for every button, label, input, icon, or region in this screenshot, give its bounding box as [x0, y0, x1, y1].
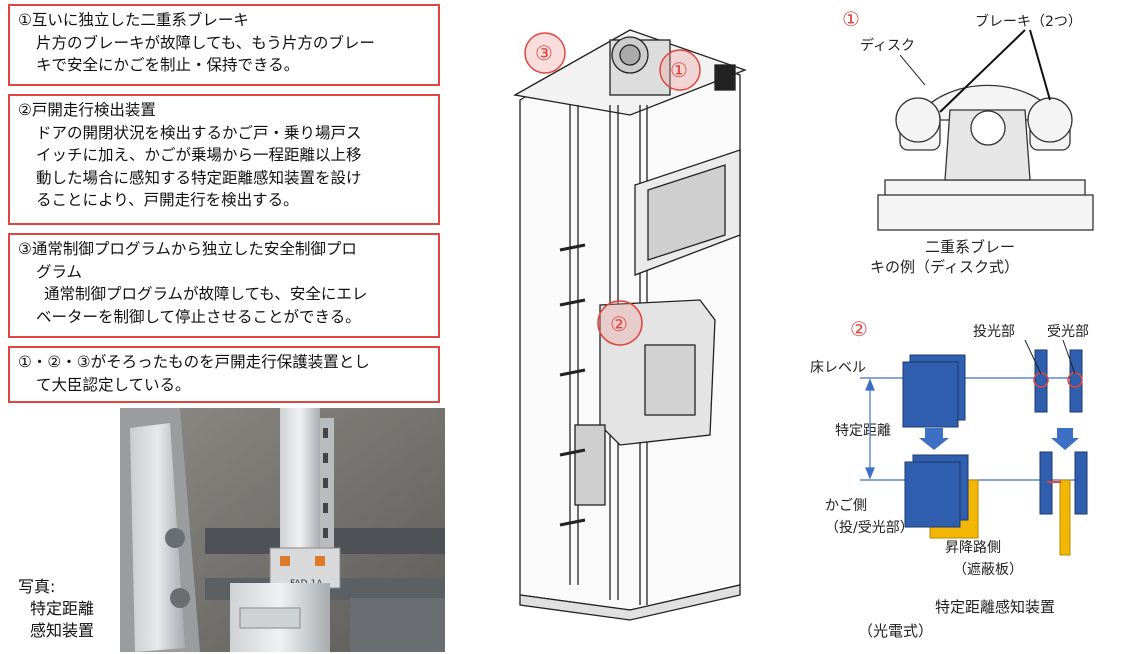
box-line: て大臣認定している。 [36, 375, 191, 394]
photo-caption-line: 特定距離 [30, 599, 95, 618]
box-line: ベーターを制御して停止させることができる。 [36, 307, 361, 326]
box-line: キで安全にかごを制止・保持できる。 [36, 56, 300, 74]
shaft-marker-3: ③ [535, 41, 553, 65]
distance-label: 特定距離 [835, 422, 891, 439]
box-line: ドアの開閉状況を検出するかご戸・乗り場戸ス [36, 123, 362, 142]
disk-brake-figure: ① ブレーキ（2つ） ディスク [800, 0, 1140, 300]
box-title: ①・②・③がそろったものを戸開走行保護装置とし [18, 353, 370, 371]
sensor-caption-line-1: 特定距離感知装置 [935, 598, 1056, 616]
sensor-photo: FAD-1A [120, 408, 445, 652]
floor-level-label: 床レベル [810, 360, 866, 376]
elevator-shaft-diagram: ③ ① ② [500, 15, 760, 635]
disk-caption-line-2: キの例（ディスク式） [870, 258, 1019, 276]
photo-caption-line: 写真: [18, 577, 56, 596]
car-side-sub-label: （投/受光部） [825, 520, 914, 536]
disk-label: ディスク [860, 37, 915, 54]
box-dual-brake: ①互いに独立した二重系ブレーキ 片方のブレーキが故障しても、もう片方のブレー キ… [8, 4, 440, 86]
brake-label: ブレーキ（2つ） [975, 13, 1082, 30]
box-title: ①互いに独立した二重系ブレーキ [18, 11, 249, 29]
box-line: イッチに加え、かごが乗場から一程距離以上移 [36, 146, 362, 164]
box-line: ることにより、戸開走行を検出する。 [36, 191, 299, 209]
box-line: 動した場合に感知する特定距離感知装置を設け [36, 168, 362, 187]
shaft-side-sub-label: （遮蔽板） [953, 562, 1023, 578]
disk-caption-line-1: 二重系ブレー [925, 238, 1016, 256]
sensor-caption-line-2: （光電式） [858, 622, 934, 640]
sensor-figure-number: ② [850, 317, 868, 341]
box-line: グラム [36, 262, 83, 281]
box-safety-program: ③通常制御プログラムから独立した安全制御プロ グラム 通常制御プログラムが故障し… [8, 233, 440, 338]
emitter-label: 投光部 [973, 324, 1015, 340]
shaft-marker-1: ① [670, 58, 688, 82]
disk-figure-number: ① [842, 7, 860, 31]
distance-sensor-figure: ② 投光部 受光部 床レベル 特定距離 かご側 （投/受光部） 昇降路側 （遮蔽… [795, 310, 1145, 650]
box-title: ②戸開走行検出装置 [18, 101, 156, 119]
box-certification: ①・②・③がそろったものを戸開走行保護装置とし て大臣認定している。 [8, 346, 440, 403]
box-line: 片方のブレーキが故障しても、もう片方のブレー [36, 33, 375, 52]
photo-caption: 写真: 特定距離 感知装置 [18, 576, 94, 642]
car-side-label: かご側 [825, 498, 867, 514]
box-line: 通常制御プログラムが故障しても、安全にエレ [44, 285, 368, 303]
shaft-side-label: 昇降路側 [945, 540, 1001, 556]
box-title: ③通常制御プログラムから独立した安全制御プロ [18, 240, 357, 258]
photo-caption-line: 感知装置 [30, 621, 95, 640]
receiver-label: 受光部 [1047, 324, 1089, 340]
box-door-open-detection: ②戸開走行検出装置 ドアの開閉状況を検出するかご戸・乗り場戸ス イッチに加え、か… [8, 94, 440, 225]
shaft-marker-2: ② [610, 312, 628, 336]
